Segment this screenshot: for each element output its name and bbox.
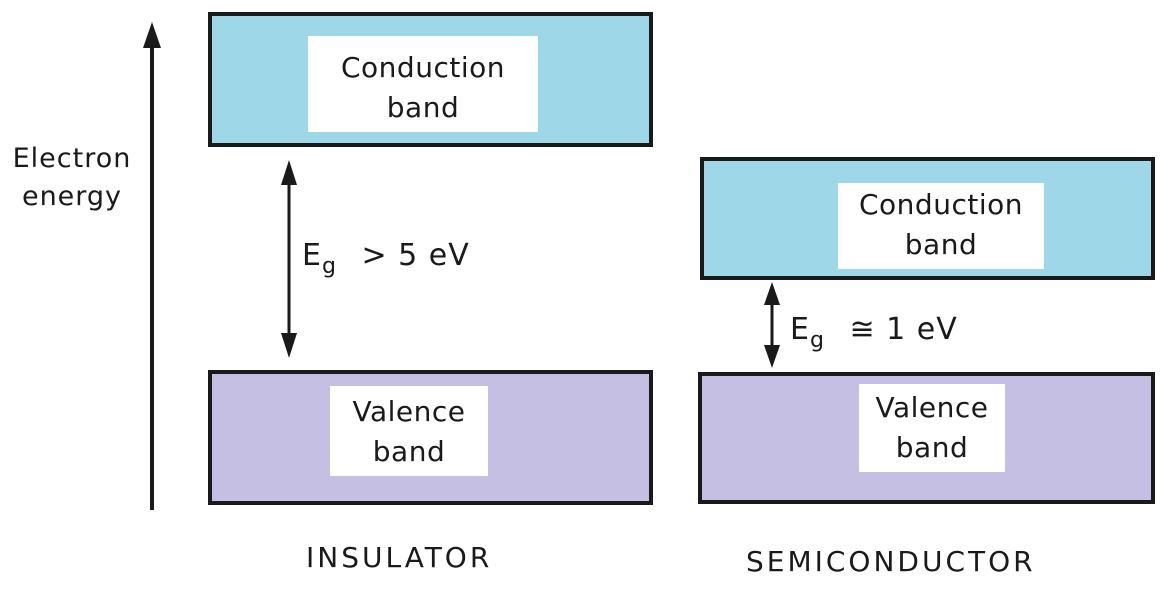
energy-axis-label-line2: energy (21, 181, 123, 212)
semiconductor-valence-label: Valence band (859, 384, 1005, 472)
semiconductor-conduction-label: Conduction band (838, 183, 1044, 269)
energy-axis-label-line1: Electron (12, 143, 132, 174)
insulator-caption: INSULATOR (306, 541, 493, 574)
insulator-conduction-label: Conduction band (308, 36, 538, 132)
semiconductor-gap-arrow (764, 282, 780, 368)
insulator-gap-arrow (281, 160, 297, 358)
semiconductor-gap-label: Eg ≅ 1 eV (790, 312, 958, 353)
semiconductor-caption: SEMICONDUCTOR (746, 545, 1036, 578)
insulator-gap-label: Eg > 5 eV (302, 238, 470, 279)
insulator-valence-label: Valence band (330, 386, 488, 476)
semiconductor-valence-band (698, 372, 1155, 504)
energy-axis-label: Electron energy (4, 140, 140, 216)
energy-axis-arrow (143, 22, 161, 510)
